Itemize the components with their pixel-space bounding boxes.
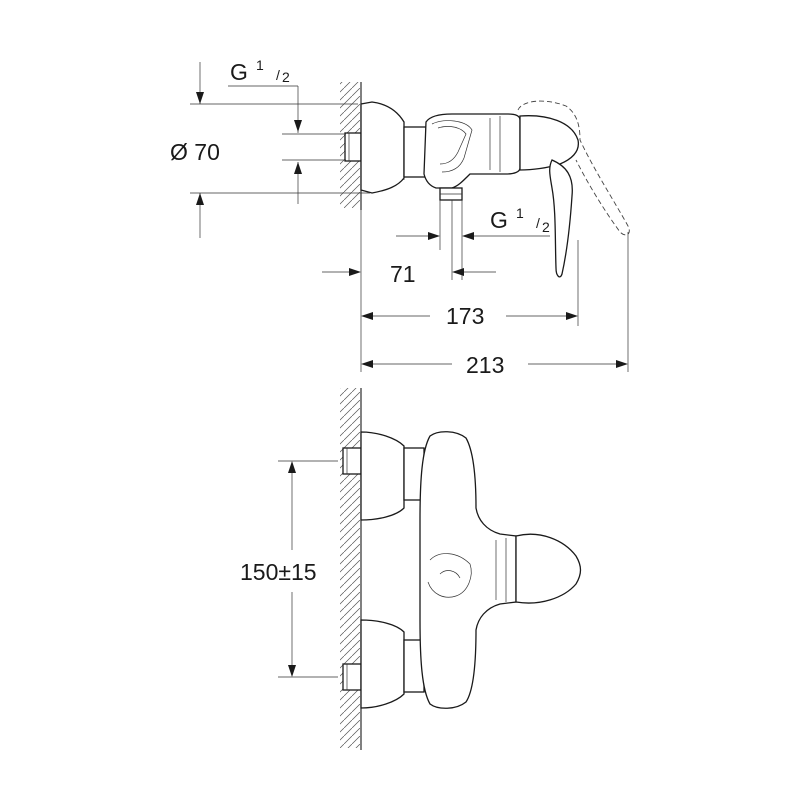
cartridge-cap-front <box>515 533 582 604</box>
lever-open-position <box>517 100 630 236</box>
thread-bottom-sup: 1 <box>516 205 524 221</box>
connection-neck <box>403 126 427 178</box>
diameter-label: Ø 70 <box>170 139 220 165</box>
dimension-center-distance: 150±15 <box>240 460 338 678</box>
lower-inlet <box>342 619 425 709</box>
svg-text:/: / <box>536 215 540 231</box>
dimension-offset: 71 <box>322 200 496 287</box>
thread-top-main: G <box>230 59 248 85</box>
body-depth-label: 173 <box>446 303 484 329</box>
thread-bottom-main: G <box>490 207 508 233</box>
center-distance-label: 150±15 <box>240 559 317 585</box>
front-view: 150±15 <box>240 388 582 750</box>
outlet-nozzle <box>439 187 463 201</box>
thread-top-sup: 1 <box>256 57 264 73</box>
side-view: G 1 / 2 Ø 70 G 1 / 2 <box>170 57 630 378</box>
wall-escutcheon <box>360 101 405 194</box>
valve-body-side <box>423 113 521 189</box>
svg-text:/: / <box>276 67 280 83</box>
inlet-pipe-stub <box>344 132 362 162</box>
dimension-thread-top: G 1 / 2 <box>190 57 358 135</box>
dimension-diameter: Ø 70 <box>170 139 370 238</box>
wall-front-view <box>340 388 362 750</box>
dimension-thread-bottom: G 1 / 2 <box>396 200 550 280</box>
valve-body-front <box>419 431 517 709</box>
lever-handle <box>549 159 573 278</box>
dimension-body-depth: 173 <box>360 210 579 372</box>
offset-label: 71 <box>390 261 416 287</box>
upper-inlet <box>342 431 425 521</box>
total-depth-label: 213 <box>466 352 504 378</box>
thread-bottom-sub: 2 <box>542 219 550 235</box>
dimension-total-depth: 213 <box>361 232 629 378</box>
cartridge-cap <box>519 115 580 171</box>
thread-top-sub: 2 <box>282 69 290 85</box>
